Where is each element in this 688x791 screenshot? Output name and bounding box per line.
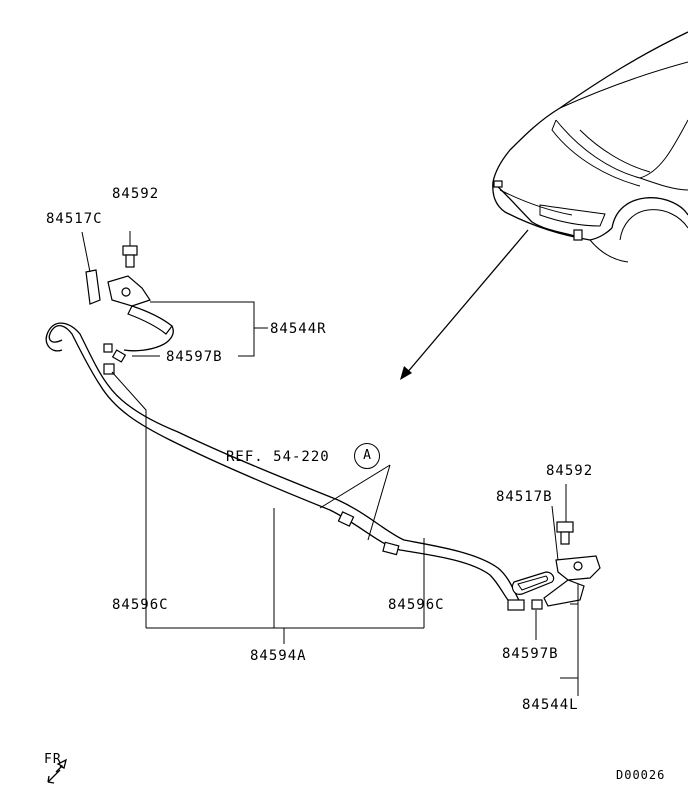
label-ref-54-220: REF. 54-220 <box>226 449 330 465</box>
label-84597b-right: 84597B <box>166 349 223 365</box>
label-84597b-left: 84597B <box>502 646 559 662</box>
label-84544r: 84544R <box>270 321 327 337</box>
label-84517b: 84517B <box>496 489 553 505</box>
pointer-arrow <box>400 229 529 380</box>
label-84594a: 84594A <box>250 648 307 664</box>
front-direction-arrow <box>47 758 67 784</box>
main-hose <box>45 322 525 611</box>
leader-lines <box>111 301 579 696</box>
label-84517c: 84517C <box>46 211 103 227</box>
callout-a: A <box>354 443 380 469</box>
left-nozzle-assembly <box>511 484 601 610</box>
label-fr: FR <box>44 752 62 767</box>
right-nozzle-assembly <box>81 231 174 375</box>
diagram-code: D00026 <box>616 768 666 782</box>
label-84596c-right: 84596C <box>388 597 445 613</box>
label-84544l: 84544L <box>522 697 579 713</box>
label-84592-left: 84592 <box>546 463 594 479</box>
car-outline <box>492 31 688 263</box>
label-84592-right: 84592 <box>112 186 160 202</box>
label-84596c-left: 84596C <box>112 597 169 613</box>
